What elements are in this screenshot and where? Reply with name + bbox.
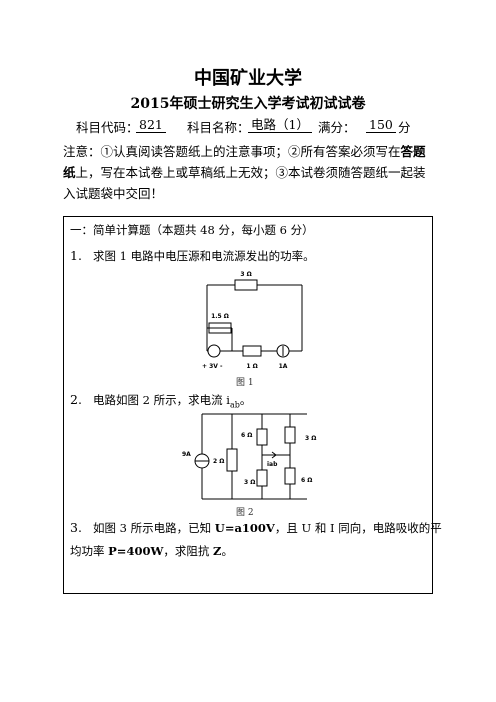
- label-9a: 9A: [182, 451, 191, 458]
- resistor-6ohm-lower: [284, 467, 296, 485]
- score-value: 150: [366, 117, 396, 133]
- label-2ohm: 2 Ω: [213, 458, 224, 465]
- label-3v: + 3V -: [202, 363, 223, 370]
- score-unit: 分: [398, 120, 411, 135]
- university-title: 中国矿业大学: [194, 68, 302, 89]
- resistor-3ohm-lower: [256, 469, 268, 487]
- section-heading: 一：简单计算题（本题共 48 分，每小题 6 分）: [70, 223, 314, 237]
- label-iab: iab: [267, 461, 278, 468]
- label-3ohm-upper: 3 Ω: [305, 435, 316, 442]
- subject-name-value: 电路（1）: [248, 117, 312, 133]
- resistor-6ohm-upper: [256, 428, 268, 446]
- resistor-2ohm: [226, 448, 238, 472]
- label-1a: 1A: [279, 363, 288, 370]
- label-3ohm: 3 Ω: [240, 271, 251, 278]
- question-box: [63, 216, 433, 594]
- exam-notice: 注意：①认真阅读答题纸上的注意事项；②所有答案必须写在答题纸上，写在本试卷上或草…: [63, 144, 426, 201]
- question-2-text: 电路如图 2 所示，求电流 iab。: [93, 393, 252, 410]
- question-3-text-line2: 均功率 P=400W，求阻抗 Z。: [70, 544, 233, 558]
- label-6ohm-upper: 6 Ω: [241, 432, 252, 439]
- figure-1-circuit: 3 Ω 1.5 Ω 1 Ω + 3V - 1A: [202, 271, 303, 370]
- voltage-source: [207, 344, 221, 358]
- figure-2-circuit: 9A 2 Ω 6 Ω 3 Ω 3 Ω 6 Ω iab: [182, 413, 316, 500]
- subject-name-label: 科目名称：: [187, 120, 250, 135]
- label-1-5ohm: 1.5 Ω: [211, 313, 229, 320]
- label-6ohm-lower: 6 Ω: [301, 477, 312, 484]
- label-1ohm: 1 Ω: [246, 363, 257, 370]
- figure-2-caption: 图 2: [236, 508, 254, 518]
- question-2-number: 2.: [70, 392, 82, 407]
- figure-1-caption: 图 1: [236, 378, 254, 388]
- resistor-3ohm-upper: [284, 426, 296, 444]
- score-label: 满分：: [318, 120, 356, 135]
- question-3-text-line1: 如图 3 所示电路，已知 U=a100V，且 U 和 I 同向，电路吸收的平: [93, 521, 442, 535]
- subject-code-value: 821: [136, 117, 166, 133]
- label-3ohm-lower: 3 Ω: [244, 479, 255, 486]
- resistor-1-5ohm-left: [208, 322, 232, 334]
- exam-title: 2015年硕士研究生入学考试初试试卷: [130, 96, 366, 112]
- subject-code-label: 科目代码：: [76, 120, 139, 135]
- question-1-text: 求图 1 电路中电压源和电流源发出的功率。: [93, 249, 315, 263]
- question-1-number: 1.: [70, 248, 82, 263]
- resistor-1ohm-bottom: [242, 345, 262, 357]
- resistor-3ohm-top: [234, 279, 258, 291]
- question-3-number: 3.: [70, 520, 82, 535]
- answer-sheet-emphasis: 答题纸: [63, 144, 426, 180]
